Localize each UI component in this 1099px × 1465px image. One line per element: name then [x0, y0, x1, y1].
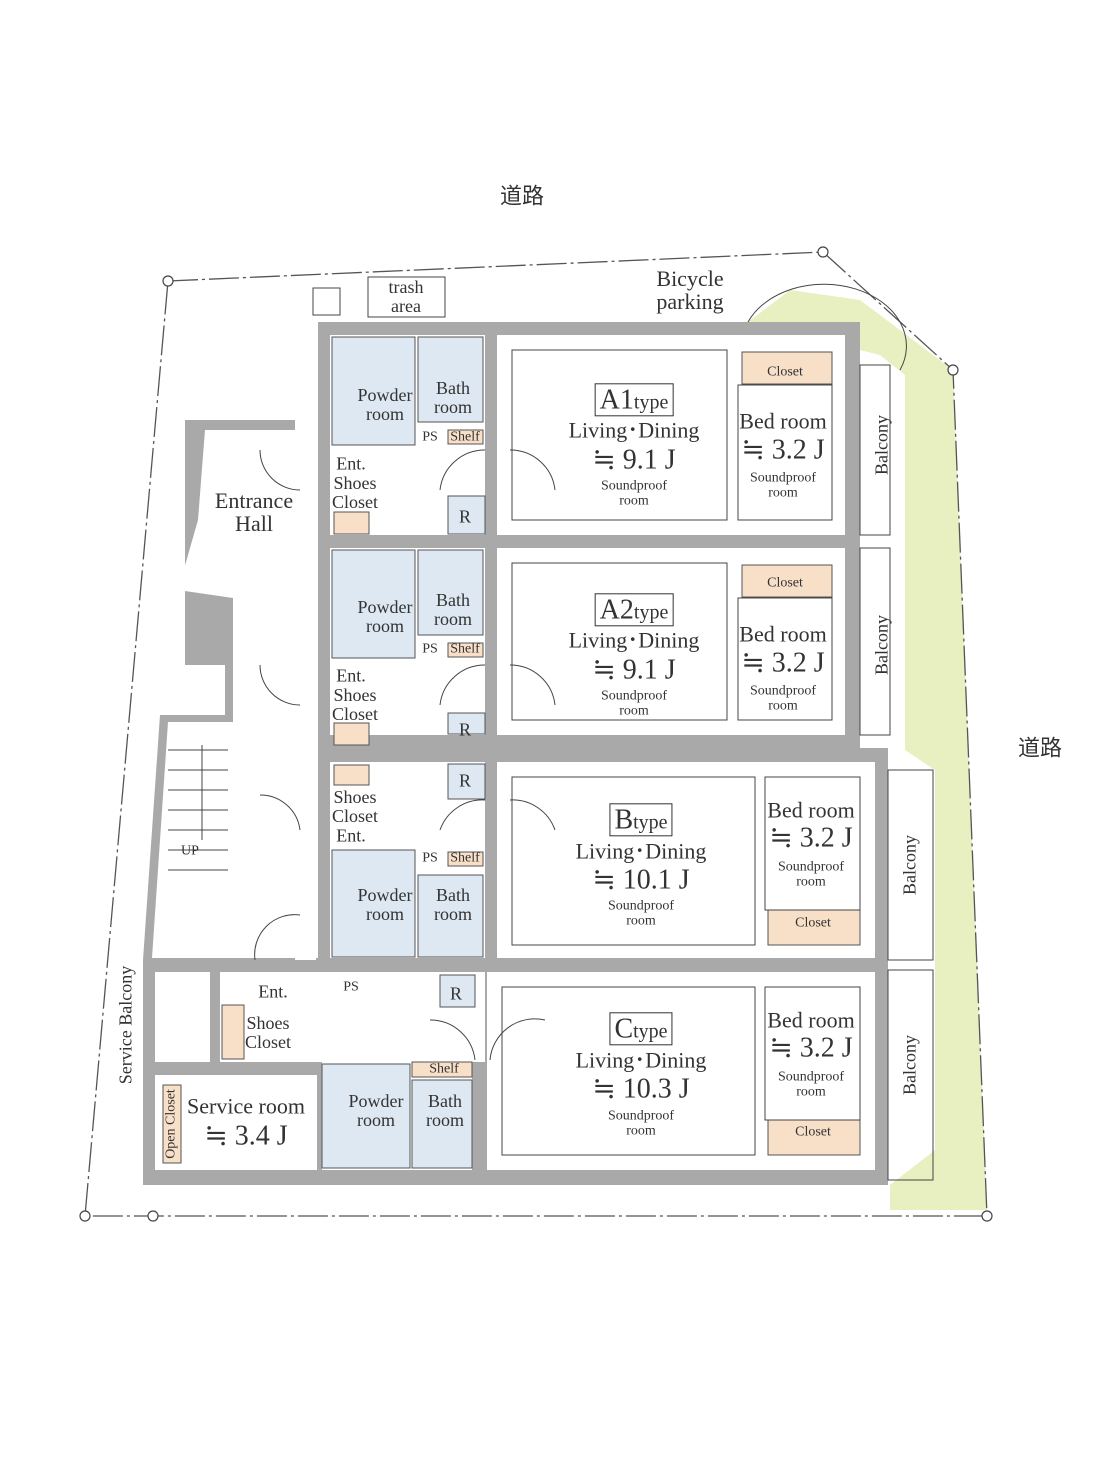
- bedroom-size: ≒ 3.2 J: [769, 1032, 853, 1064]
- living-soundproof: Soundproof room: [607, 1108, 675, 1138]
- fridge-label: R: [458, 770, 472, 791]
- fridge-label: R: [449, 983, 463, 1004]
- road-label-right: 道路: [1017, 735, 1063, 761]
- shoes-closet-label: Shoes Closet: [331, 787, 379, 826]
- shelf-label: Shelf: [429, 1061, 459, 1077]
- service-room-label: Service room: [187, 1093, 305, 1119]
- bedroom-soundproof: Soundproof room: [777, 1069, 845, 1099]
- living-size: ≒ 9.1 J: [592, 444, 676, 476]
- stairs-up-label: UP: [181, 843, 199, 859]
- entrance-label: Ent.: [336, 665, 366, 686]
- living-label: Living･Dining: [568, 417, 700, 443]
- bedroom-soundproof: Soundproof room: [749, 470, 817, 500]
- living-size: ≒ 10.3 J: [592, 1073, 690, 1105]
- entrance-label: Ent.: [258, 981, 288, 1002]
- balcony-label: Balcony: [871, 415, 892, 475]
- bath-room-label: Bath room: [426, 1091, 464, 1130]
- green-area: [748, 290, 987, 1210]
- bedroom-label: Bed room: [739, 408, 827, 434]
- living-size: ≒ 9.1 J: [592, 654, 676, 686]
- powder-room-label: Powder room: [357, 885, 413, 924]
- ps-label: PS: [343, 979, 359, 995]
- bath-room-label: Bath room: [434, 885, 472, 924]
- ps-label: PS: [422, 429, 438, 445]
- open-closet-label: Open Closet: [163, 1089, 179, 1159]
- living-soundproof: Soundproof room: [600, 688, 668, 718]
- entrance-hall-label: Entrance Hall: [214, 487, 294, 536]
- trash-area-label: trash area: [388, 277, 424, 316]
- powder-room-label: Powder room: [357, 385, 413, 424]
- shelf-label: Shelf: [450, 429, 480, 445]
- living-size: ≒ 10.1 J: [592, 864, 690, 896]
- bedroom-label: Bed room: [767, 1007, 855, 1033]
- unit-type-badge: A1type: [594, 383, 674, 417]
- living-soundproof: Soundproof room: [600, 478, 668, 508]
- shelf-label: Shelf: [450, 850, 480, 866]
- service-room-size: ≒ 3.4 J: [204, 1120, 288, 1152]
- balcony-label: Balcony: [899, 835, 920, 895]
- shoes-closet-label: Shoes Closet: [244, 1013, 292, 1052]
- powder-room-label: Powder room: [357, 597, 413, 636]
- shelf-label: Shelf: [450, 641, 480, 657]
- unit-type-badge: Btype: [609, 803, 673, 837]
- living-label: Living･Dining: [575, 1047, 707, 1073]
- closet-label: Closet: [795, 1124, 831, 1140]
- living-label: Living･Dining: [575, 838, 707, 864]
- bath-room-label: Bath room: [434, 378, 472, 417]
- balcony-label: Balcony: [899, 1035, 920, 1095]
- fridge-label: R: [458, 719, 472, 740]
- living-soundproof: Soundproof room: [607, 898, 675, 928]
- closet-label: Closet: [767, 575, 803, 591]
- bedroom-label: Bed room: [739, 621, 827, 647]
- entrance-label: Ent.: [336, 453, 366, 474]
- ps-label: PS: [422, 641, 438, 657]
- bedroom-size: ≒ 3.2 J: [769, 822, 853, 854]
- bicycle-parking-label: Bicycle parking: [656, 265, 724, 314]
- ps-label: PS: [422, 850, 438, 866]
- closet-label: Closet: [795, 915, 831, 931]
- bedroom-soundproof: Soundproof room: [749, 683, 817, 713]
- powder-room-label: Powder room: [348, 1091, 404, 1130]
- closet-label: Closet: [767, 364, 803, 380]
- shoes-closet-label: Shoes Closet: [331, 473, 379, 512]
- lot-boundary: [84, 251, 988, 1217]
- living-label: Living･Dining: [568, 627, 700, 653]
- bedroom-soundproof: Soundproof room: [777, 859, 845, 889]
- unit-type-badge: A2type: [594, 593, 674, 627]
- bedroom-label: Bed room: [767, 797, 855, 823]
- fridge-label: R: [458, 506, 472, 527]
- bedroom-size: ≒ 3.2 J: [741, 647, 825, 679]
- service-balcony-label: Service Balcony: [115, 965, 136, 1085]
- balcony-label: Balcony: [871, 615, 892, 675]
- road-label-top: 道路: [499, 183, 545, 209]
- unit-type-badge: Ctype: [609, 1012, 673, 1046]
- bedroom-size: ≒ 3.2 J: [741, 434, 825, 466]
- bath-room-label: Bath room: [434, 590, 472, 629]
- shoes-closet-label: Shoes Closet: [331, 685, 379, 724]
- entrance-label: Ent.: [336, 825, 366, 846]
